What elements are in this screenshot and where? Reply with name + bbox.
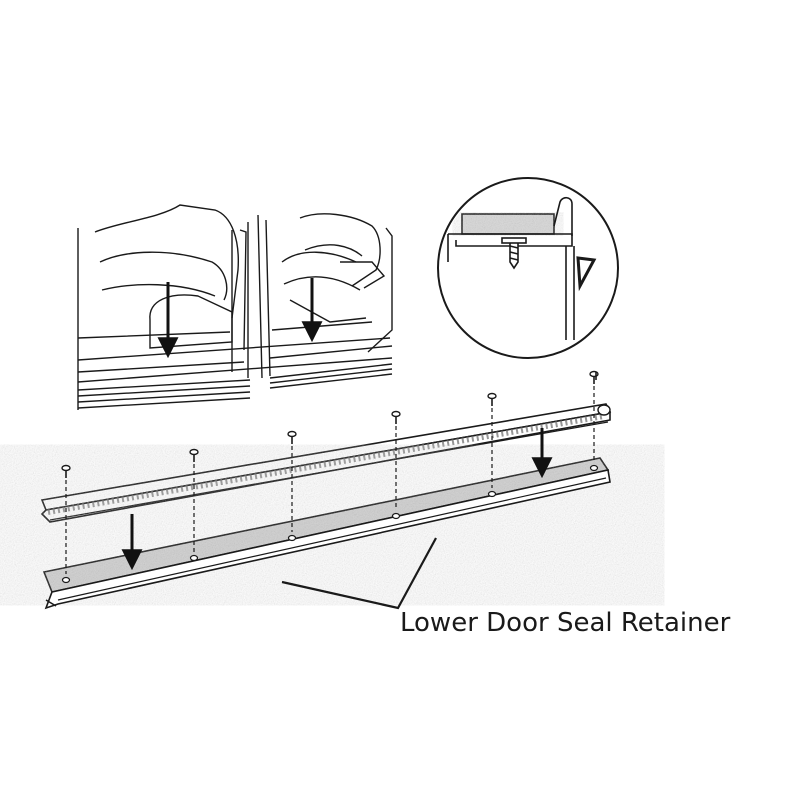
door-opening-sketch [77, 204, 393, 410]
callout-leader-line [281, 537, 437, 610]
mounting-hole [589, 464, 599, 472]
lower-retainer-strip [42, 457, 611, 610]
upper-retainer-strip [40, 403, 612, 523]
screw-head [189, 448, 199, 456]
screw-head [487, 392, 497, 400]
cross-section-detail [437, 177, 619, 359]
screw-head [391, 410, 401, 418]
mounting-hole [189, 554, 199, 562]
screw-head [61, 464, 71, 472]
mounting-hole [287, 534, 297, 542]
callout-label-lower-door-seal-retainer: Lower Door Seal Retainer [400, 608, 731, 638]
mounting-hole [487, 490, 497, 498]
mounting-hole [391, 512, 401, 520]
mounting-hole [61, 576, 71, 584]
screw-head [287, 430, 297, 438]
